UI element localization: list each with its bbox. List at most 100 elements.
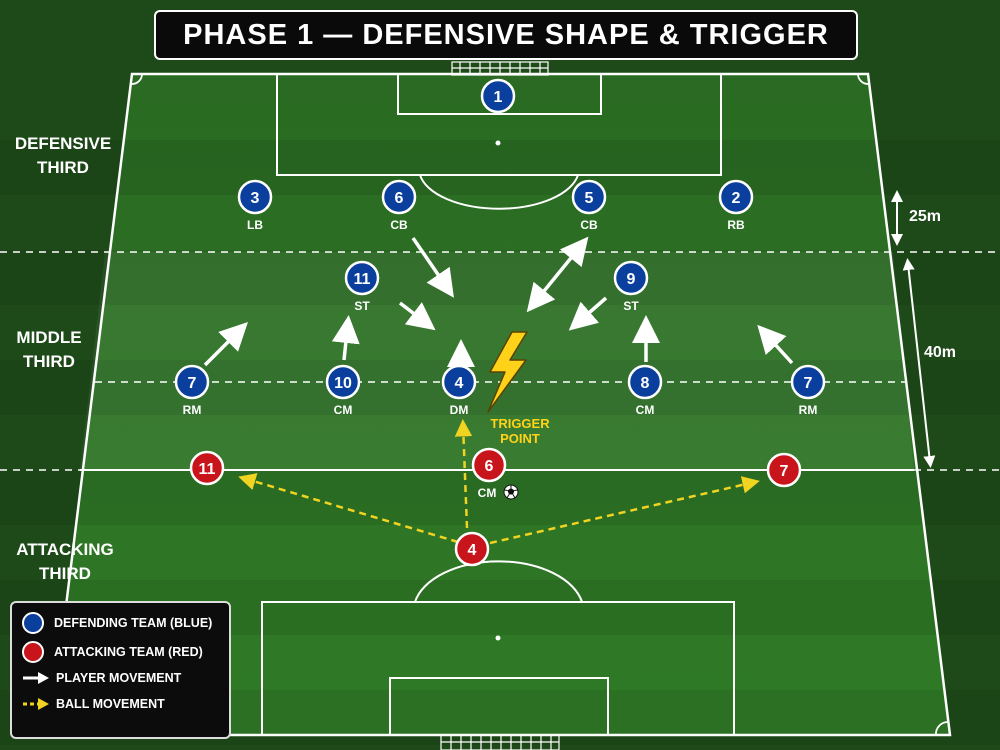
blue-player: 7RM <box>174 364 210 417</box>
player-number: 7 <box>188 375 197 392</box>
player-token <box>441 364 477 400</box>
blue-player: 5CB <box>571 179 607 232</box>
legend-item-defending: DEFENDING TEAM (BLUE) <box>22 612 212 634</box>
legend-label: ATTACKING TEAM (RED) <box>54 645 203 659</box>
page-title: PHASE 1 — DEFENSIVE SHAPE & TRIGGER <box>154 10 858 60</box>
zone-label-line: THIRD <box>23 352 75 371</box>
player-movement-arrow <box>398 301 436 331</box>
red-player: 6CM <box>471 447 507 500</box>
distance-label-25m: 25m <box>909 208 942 225</box>
player-number: 4 <box>468 542 477 559</box>
player-movement-arrow <box>411 237 454 298</box>
distance-markers <box>891 190 936 468</box>
legend: DEFENDING TEAM (BLUE) ATTACKING TEAM (RE… <box>10 601 231 739</box>
legend-item-attacking: ATTACKING TEAM (RED) <box>22 641 203 663</box>
player-number: 9 <box>627 271 636 288</box>
player-token <box>189 450 225 486</box>
blue-player: 9ST <box>613 260 649 313</box>
player-position-label: RM <box>799 403 818 417</box>
legend-item-player-movement: PLAYER MOVEMENT <box>22 671 181 685</box>
player-position-label: ST <box>354 299 370 313</box>
player-number: 11 <box>199 461 216 478</box>
blue-player: 6CB <box>381 179 417 232</box>
blue-player: 2RB <box>718 179 754 232</box>
player-token <box>790 364 826 400</box>
top-goal <box>451 61 549 76</box>
lightning-bolt-icon <box>487 331 528 413</box>
player-position-label: LB <box>247 218 263 232</box>
ball-movement-arrow <box>489 476 760 545</box>
zone-label-line: MIDDLE <box>16 328 82 347</box>
player-number: 4 <box>455 375 464 392</box>
white-arrow-icon <box>23 672 49 684</box>
ball-movement-arrow <box>238 473 459 544</box>
blue-player: 7RM <box>790 364 826 417</box>
zone-label-middle: MIDDLE THIRD <box>0 326 104 374</box>
blue-player: 1 <box>480 78 516 114</box>
zone-label-line: THIRD <box>39 564 91 583</box>
ball-movement-arrow <box>454 419 473 529</box>
player-number: 7 <box>804 375 813 392</box>
player-number: 3 <box>251 190 260 207</box>
player-position-label: RM <box>183 403 202 417</box>
zone-label-line: DEFENSIVE <box>14 134 112 153</box>
player-movement-arrow <box>203 322 248 367</box>
player-movement-arrow <box>757 324 794 365</box>
trigger-point-label: TRIGGER POINT <box>480 416 560 446</box>
player-token <box>627 364 663 400</box>
player-token <box>480 78 516 114</box>
player-number: 8 <box>641 375 650 392</box>
player-position-label: CM <box>636 403 655 417</box>
player-token <box>766 452 802 488</box>
player-token <box>613 260 649 296</box>
blue-dot-icon <box>22 612 44 634</box>
player-movement-arrow <box>331 315 360 361</box>
player-position-label: DM <box>450 403 469 417</box>
player-token <box>174 364 210 400</box>
zone-label-attacking: ATTACKING THIRD <box>10 538 120 586</box>
distance-label-40m: 40m <box>924 344 957 361</box>
player-position-label: CM <box>478 486 497 500</box>
trigger-label-line: TRIGGER <box>490 416 550 431</box>
player-number: 10 <box>334 375 352 392</box>
pitch-surface <box>50 74 950 735</box>
soccer-ball-icon <box>503 484 519 500</box>
player-token <box>454 531 490 567</box>
red-dot-icon <box>22 641 44 663</box>
blue-player: 4DM <box>441 364 477 417</box>
player-token <box>718 179 754 215</box>
player-movement-arrow <box>568 296 608 331</box>
player-token <box>471 447 507 483</box>
player-movement-arrow <box>526 236 589 313</box>
zone-label-line: ATTACKING <box>16 540 114 559</box>
player-token <box>325 364 361 400</box>
red-player: 4 <box>454 531 490 567</box>
legend-label: PLAYER MOVEMENT <box>56 671 182 685</box>
player-position-label: ST <box>623 299 639 313</box>
player-token <box>344 260 380 296</box>
blue-player: 3LB <box>237 179 273 232</box>
legend-label: BALL MOVEMENT <box>56 697 165 711</box>
red-player: 11 <box>189 450 225 486</box>
legend-label: DEFENDING TEAM (BLUE) <box>54 616 213 630</box>
player-position-label: RB <box>727 218 745 232</box>
player-number: 11 <box>354 271 371 288</box>
player-number: 7 <box>780 463 789 480</box>
zone-label-defensive: DEFENSIVE THIRD <box>8 132 118 180</box>
yellow-dashed-arrow-icon <box>23 698 49 710</box>
player-movement-arrows <box>203 236 794 367</box>
trigger-label-line: POINT <box>500 431 540 446</box>
player-token <box>237 179 273 215</box>
player-number: 5 <box>585 190 594 207</box>
player-position-label: CB <box>580 218 598 232</box>
bottom-goal <box>440 734 560 750</box>
player-token <box>381 179 417 215</box>
player-position-label: CM <box>334 403 353 417</box>
player-token <box>571 179 607 215</box>
blue-player: 8CM <box>627 364 663 417</box>
zone-label-line: THIRD <box>37 158 89 177</box>
